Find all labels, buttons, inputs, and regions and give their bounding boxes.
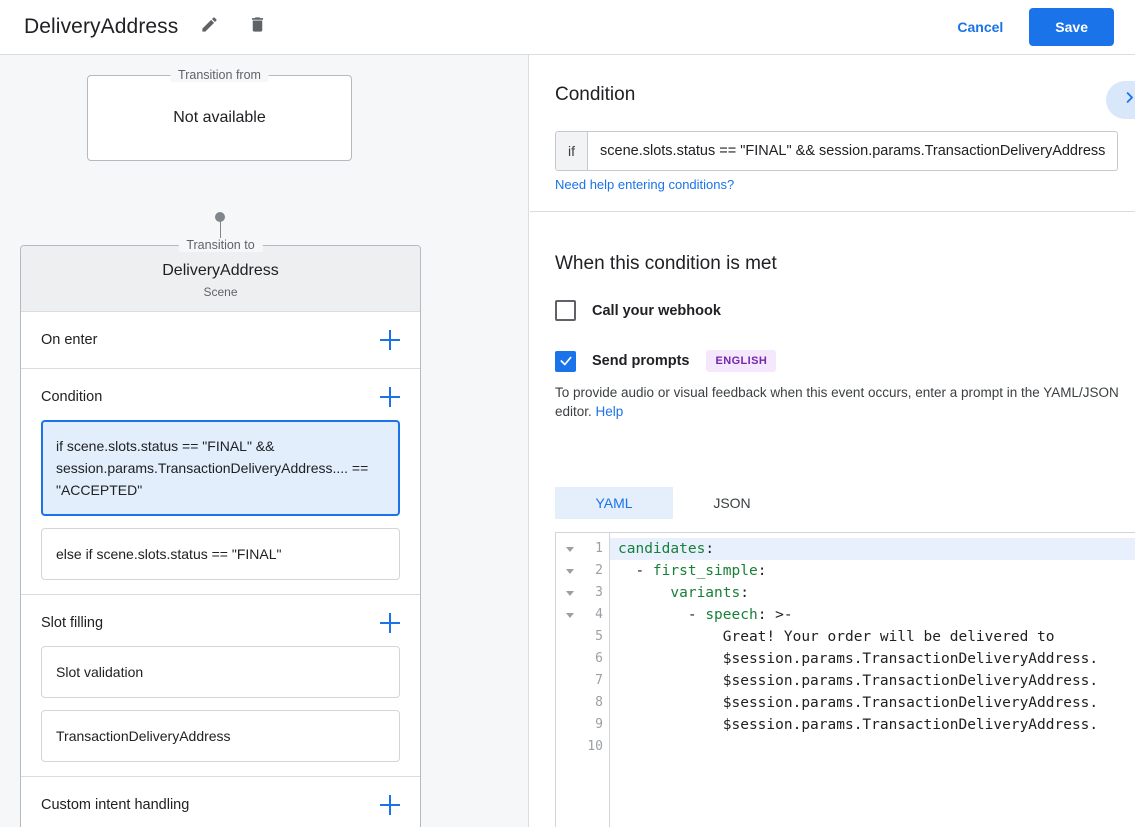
condition-item-selected[interactable]: if scene.slots.status == "FINAL" && sess… [41,420,400,516]
condition-heading: Condition [555,84,636,105]
prompt-description-text: To provide audio or visual feedback when… [555,385,1119,419]
fold-toggle-icon[interactable] [556,538,584,560]
save-button[interactable]: Save [1029,8,1114,46]
top-bar-actions: Cancel Save [945,8,1135,46]
editor-format-tabs: YAML JSON [555,487,791,519]
editor-fold-gutter [556,533,584,827]
call-webhook-checkbox[interactable] [555,300,576,321]
fold-toggle-icon [556,714,584,736]
code-line[interactable]: variants: [670,585,749,601]
editor-line-numbers: 1 2 3 4 5 6 7 8 9 10 [584,533,610,827]
tab-json[interactable]: JSON [713,495,751,511]
code-line[interactable]: - speech: >- [618,607,793,623]
edit-button[interactable] [192,10,226,44]
scene-graph-panel: Transition from Not available Transition… [0,55,529,827]
fold-toggle-icon[interactable] [556,560,584,582]
slot-item-transaction-delivery-address[interactable]: TransactionDeliveryAddress [41,710,400,762]
when-condition-met-heading: When this condition is met [555,253,777,274]
code-line[interactable] [610,736,1135,758]
add-on-enter-button[interactable] [380,329,402,351]
add-custom-intent-button[interactable] [380,794,402,816]
code-line[interactable]: - first_simple: [618,563,767,579]
line-number: 9 [595,717,603,732]
tab-yaml[interactable]: YAML [555,487,673,519]
trash-icon [248,15,267,39]
scene-header: Transition to DeliveryAddress Scene [21,238,420,312]
prompt-description: To provide audio or visual feedback when… [555,383,1123,421]
fold-toggle-icon[interactable] [556,582,584,604]
prompt-help-link[interactable]: Help [595,404,624,419]
code-line[interactable]: candidates: [610,538,1135,560]
line-number: 8 [595,695,603,710]
top-app-bar: DeliveryAddress Cancel Save [0,0,1135,55]
transition-from-value: Not available [173,109,266,126]
slot-item-validation[interactable]: Slot validation [41,646,400,698]
pencil-icon [200,15,219,39]
code-line[interactable]: Great! Your order will be delivered to [618,629,1055,645]
expand-panel-button[interactable] [1106,81,1135,119]
delete-button[interactable] [240,10,274,44]
condition-expression-input[interactable] [588,132,1117,170]
code-line[interactable]: $session.params.TransactionDeliveryAddre… [618,717,1099,733]
section-condition: Condition if scene.slots.status == "FINA… [21,369,420,595]
section-title-condition: Condition [41,389,103,405]
scene-name: DeliveryAddress [162,262,279,279]
webhook-row: Call your webhook [555,300,721,321]
fold-toggle-icon [556,670,584,692]
code-line[interactable]: $session.params.TransactionDeliveryAddre… [618,651,1099,667]
line-number: 1 [595,541,603,556]
scene-type: Scene [203,285,238,299]
line-number: 2 [595,563,603,578]
add-condition-button[interactable] [380,386,402,408]
condition-help-link[interactable]: Need help entering conditions? [555,177,735,192]
fold-toggle-icon[interactable] [556,604,584,626]
chevron-right-icon [1122,90,1135,110]
transition-from-legend: Transition from [170,68,269,82]
page-title: DeliveryAddress [24,15,179,38]
editor-code-area[interactable]: candidates: - first_simple: variants: - … [610,533,1135,827]
fold-toggle-icon [556,648,584,670]
section-title-custom-intent: Custom intent handling [41,797,190,813]
send-prompts-checkbox[interactable] [555,350,576,372]
section-on-enter: On enter [21,312,420,369]
transition-to-card: Transition to DeliveryAddress Scene On e… [20,238,421,827]
cancel-button[interactable]: Cancel [945,10,1015,44]
language-badge: ENGLISH [706,350,777,372]
line-number: 3 [595,585,603,600]
section-title-slot-filling: Slot filling [41,615,104,631]
condition-detail-panel: Condition if Need help entering conditio… [530,55,1135,827]
call-webhook-label: Call your webhook [592,302,721,319]
line-number: 6 [595,651,603,666]
line-number: 7 [595,673,603,688]
add-slot-button[interactable] [380,612,402,634]
code-line[interactable]: $session.params.TransactionDeliveryAddre… [618,695,1099,711]
prompts-row: Send prompts ENGLISH [555,350,777,372]
transition-from-box: Transition from Not available [87,68,352,161]
condition-block: Condition if Need help entering conditio… [530,55,1135,212]
section-custom-intent-handling: Custom intent handling [21,777,420,827]
code-line[interactable]: $session.params.TransactionDeliveryAddre… [618,673,1099,689]
section-title-on-enter: On enter [41,332,98,348]
fold-toggle-icon [556,626,584,648]
condition-input-group: if [555,131,1118,171]
fold-toggle-icon [556,736,584,758]
send-prompts-label: Send prompts [592,353,690,369]
line-number: 10 [587,739,603,754]
fold-toggle-icon [556,692,584,714]
condition-item[interactable]: else if scene.slots.status == "FINAL" [41,528,400,580]
line-number: 4 [595,607,603,622]
transition-to-legend: Transition to [178,238,263,252]
line-number: 5 [595,629,603,644]
section-slot-filling: Slot filling Slot validation Transaction… [21,595,420,777]
code-editor[interactable]: 1 2 3 4 5 6 7 8 9 10 candidates: - first_simple: … [555,532,1135,827]
condition-if-label: if [556,132,588,170]
